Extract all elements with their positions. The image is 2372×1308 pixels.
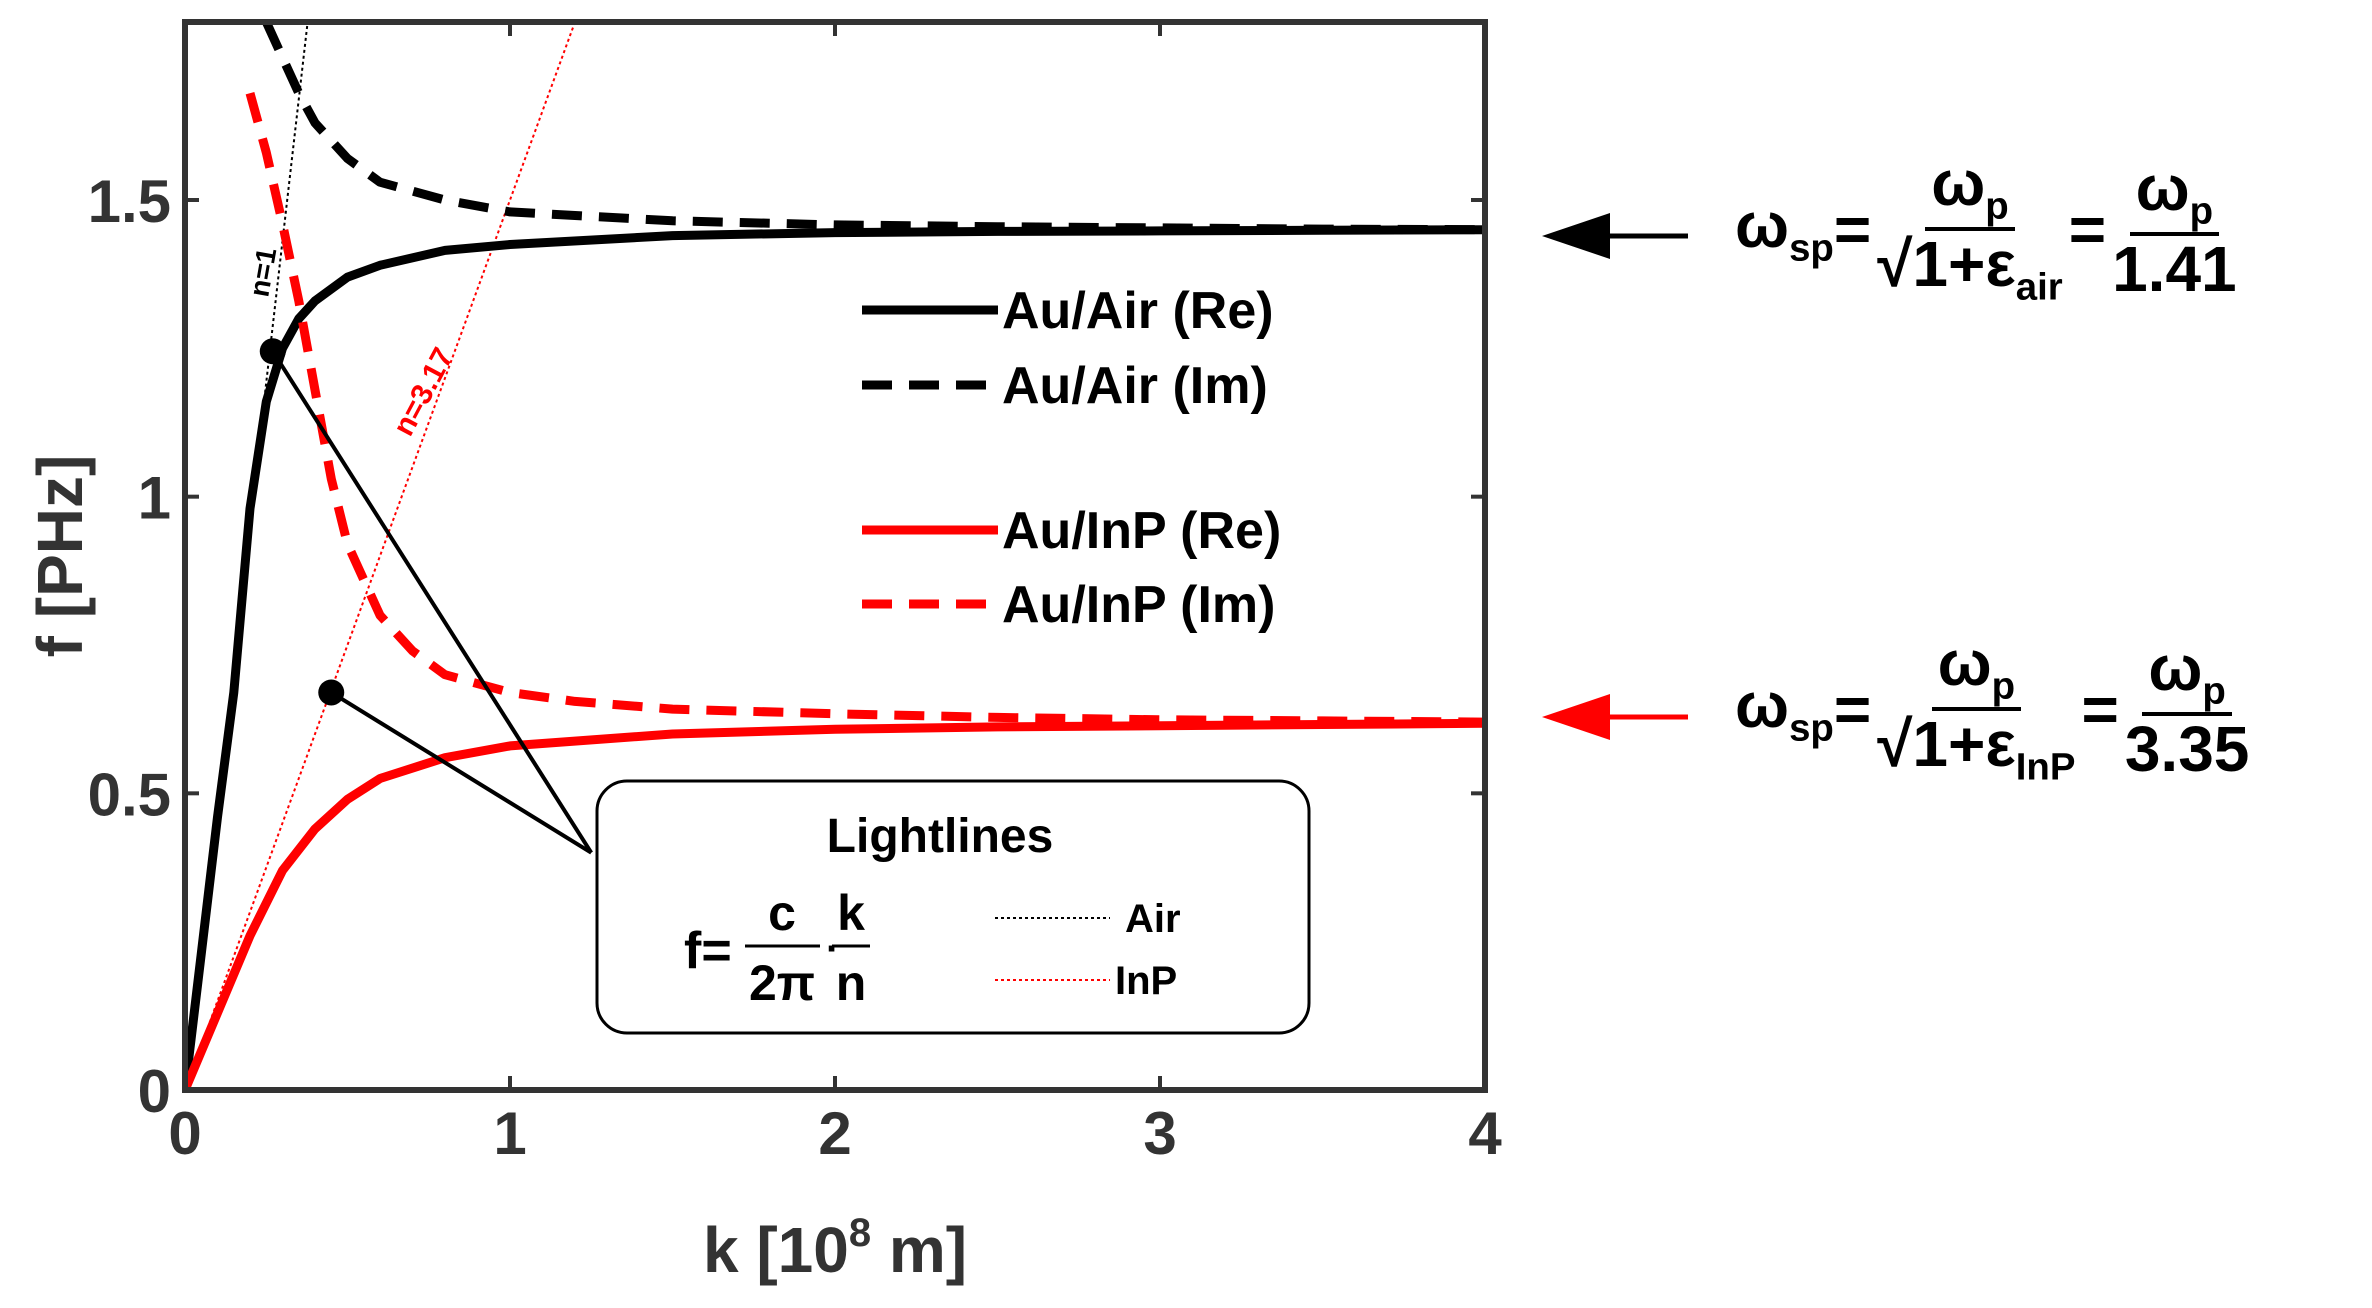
series-line-0 xyxy=(185,225,1485,1090)
x-tick-label: 3 xyxy=(1143,1100,1176,1167)
x-tick-label: 0 xyxy=(168,1100,201,1167)
omega-sp-air-eq: = xyxy=(1833,192,1872,265)
arrow-inp-head xyxy=(1542,694,1610,740)
omega-sp-inp-lhs: ωsp xyxy=(1735,668,1834,749)
intersection-marker-0 xyxy=(259,338,286,365)
y-tick-label: 0 xyxy=(138,1058,171,1125)
lightlines-formula-num1: c xyxy=(768,885,796,941)
lightlines-formula-den2: n xyxy=(836,955,867,1011)
callout-line-1 xyxy=(330,690,593,855)
legend-label-inp-re: Au/InP (Re) xyxy=(1002,502,1281,560)
lightlines-title: Lightlines xyxy=(827,810,1054,863)
legend-label-air-im: Au/Air (Im) xyxy=(1002,357,1268,415)
lightlines-formula-lhs: f= xyxy=(684,922,732,980)
omega-sp-inp-eq: = xyxy=(1833,672,1872,745)
series-line-2 xyxy=(185,718,1485,1090)
x-tick-label: 4 xyxy=(1468,1100,1502,1167)
omega-sp-air-eq2: = xyxy=(2068,192,2107,265)
lightlines-formula-den1: 2π xyxy=(749,955,815,1011)
y-tick-label: 0.5 xyxy=(88,761,171,828)
omega-sp-inp-eq2: = xyxy=(2081,672,2119,745)
intersection-marker-1 xyxy=(318,679,345,706)
lightlines-formula-dot: · xyxy=(826,927,839,971)
y-axis-label: f [PHz] xyxy=(24,455,96,658)
x-axis-label: k [108 m] xyxy=(703,1211,967,1286)
omega-sp-air-lhs: ωsp xyxy=(1735,188,1834,269)
x-tick-label: 2 xyxy=(818,1100,851,1167)
lightlines-box-frame xyxy=(595,779,1311,1035)
series-line-1 xyxy=(262,22,1485,235)
lightlines-formula-num2: k xyxy=(837,885,865,941)
lightline-air xyxy=(185,22,309,1090)
arrow-air-head xyxy=(1542,213,1610,259)
callout-line-0 xyxy=(271,350,593,854)
legend-label-air-re: Au/Air (Re) xyxy=(1002,282,1274,340)
omega-sp-air-frac1: ωp√1+εair xyxy=(1877,147,2063,309)
y-tick-label: 1 xyxy=(138,465,171,532)
y-tick-label: 1.5 xyxy=(88,168,171,235)
legend-label-inp-im: Au/InP (Im) xyxy=(1002,576,1275,634)
series-line-3 xyxy=(245,92,1485,727)
lightlines-legend-air: Air xyxy=(1125,897,1181,941)
x-tick-label: 1 xyxy=(493,1100,526,1167)
arrow-air xyxy=(1542,213,1688,259)
lightline-label-inp: n=3.17 xyxy=(387,343,460,442)
legend: Au/Air (Re) Au/Air (Im) Au/InP (Re) Au/I… xyxy=(862,282,1281,634)
omega-sp-inp-frac1: ωp√1+εInP xyxy=(1877,627,2076,789)
lightlines-box: Lightlines f= c 2π · k n Air InP xyxy=(595,779,1311,1035)
arrow-inp xyxy=(1542,694,1688,740)
lightlines-legend-inp: InP xyxy=(1115,959,1177,1003)
